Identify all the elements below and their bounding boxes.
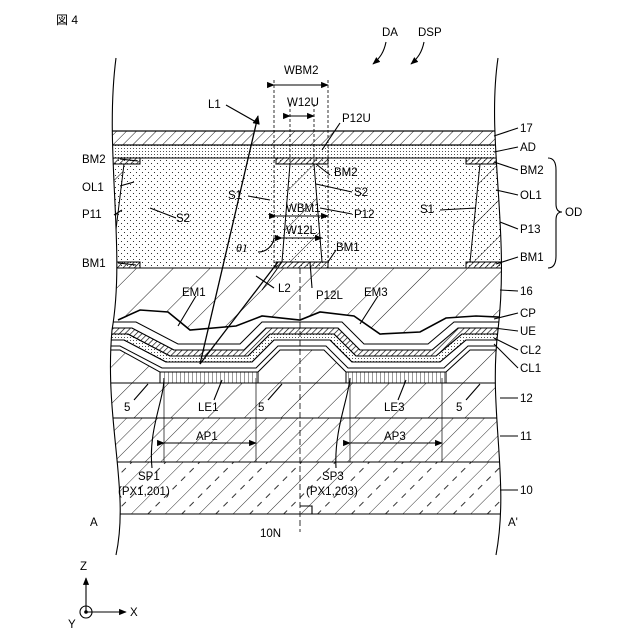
label-em3: EM3 (364, 287, 388, 299)
axis-indicator: Z X Y (68, 561, 138, 631)
dsp-arrow (411, 42, 424, 64)
label-theta1: θ1 (236, 241, 248, 255)
label-sp1: SP1 (138, 471, 160, 483)
label-p12l: P12L (316, 290, 343, 302)
label-da: DA (382, 27, 398, 39)
label-bank-mid: 5 (258, 402, 264, 414)
label-w12l: W12L (286, 225, 317, 237)
leader-l1 (226, 105, 256, 122)
da-arrow (373, 42, 386, 64)
layer-stack (90, 131, 520, 514)
label-p13: P13 (520, 224, 540, 236)
label-12: 12 (520, 393, 533, 405)
od-brace (548, 158, 562, 268)
label-ol1-right: OL1 (520, 190, 542, 202)
figure-title: 図 4 (56, 13, 78, 27)
axis-label-z: Z (80, 561, 87, 573)
label-ap1: AP1 (196, 431, 218, 443)
bank-middle (258, 350, 346, 383)
label-s2-center: S2 (354, 187, 368, 199)
label-cl2: CL2 (520, 345, 541, 357)
label-bm2-right: BM2 (520, 165, 544, 177)
label-16: 16 (520, 286, 533, 298)
label-bank-right: 5 (456, 402, 462, 414)
label-p11: P11 (82, 209, 102, 221)
label-ue: UE (520, 326, 536, 338)
label-wbm1: WBM1 (286, 203, 321, 215)
label-sp3: SP3 (322, 471, 344, 483)
label-cl1: CL1 (520, 363, 541, 375)
label-em1: EM1 (182, 287, 206, 299)
label-section-a-prime: A' (508, 517, 518, 529)
label-bm2-center: BM2 (334, 167, 358, 179)
label-17: 17 (520, 123, 533, 135)
label-s1-center: S1 (228, 190, 242, 202)
label-11: 11 (520, 431, 532, 443)
label-ad: AD (520, 142, 536, 154)
label-px1-201: (PX1,201) (118, 486, 170, 498)
label-bm1-right: BM1 (520, 252, 544, 264)
label-wbm2: WBM2 (284, 65, 319, 77)
label-section-a: A (90, 517, 98, 529)
lower-electrode-le1 (160, 372, 258, 383)
label-bm1-center: BM1 (336, 242, 360, 254)
leader-p13 (500, 222, 518, 229)
label-od: OD (565, 207, 582, 219)
label-w12u: W12U (287, 97, 319, 109)
label-p12u: P12U (342, 113, 371, 125)
label-bm2-left: BM2 (82, 154, 106, 166)
label-ol1-left: OL1 (82, 182, 104, 194)
axis-label-x: X (130, 607, 138, 619)
adhesive-ad (90, 145, 520, 158)
leader-ol1-right (496, 190, 518, 195)
leader-17 (494, 128, 518, 136)
label-px1-203: (PX1,203) (306, 486, 358, 498)
label-ap3: AP3 (384, 431, 406, 443)
layer-17 (90, 131, 520, 145)
lower-electrode-le3 (346, 372, 446, 383)
bm1-right (466, 262, 520, 268)
bm2-center (276, 158, 328, 164)
label-bm1-left: BM1 (82, 258, 106, 270)
label-bank-left: 5 (124, 402, 130, 414)
bm1-center (276, 262, 328, 268)
label-le1: LE1 (198, 402, 218, 414)
label-l1: L1 (208, 99, 221, 111)
y-axis-dot (84, 610, 88, 614)
leader-ad (494, 147, 518, 152)
label-s1-right: S1 (420, 204, 434, 216)
label-10: 10 (520, 485, 533, 497)
leader-bm2-right (494, 162, 518, 170)
axis-label-y: Y (68, 619, 76, 631)
bm2-right (466, 158, 520, 164)
label-s2-left: S2 (176, 213, 190, 225)
label-10n: 10N (260, 528, 281, 540)
leader-16 (500, 290, 518, 291)
label-cp: CP (520, 308, 536, 320)
label-dsp: DSP (418, 27, 442, 39)
label-p12: P12 (354, 209, 374, 221)
label-l2: L2 (278, 283, 291, 295)
label-le3: LE3 (384, 402, 404, 414)
